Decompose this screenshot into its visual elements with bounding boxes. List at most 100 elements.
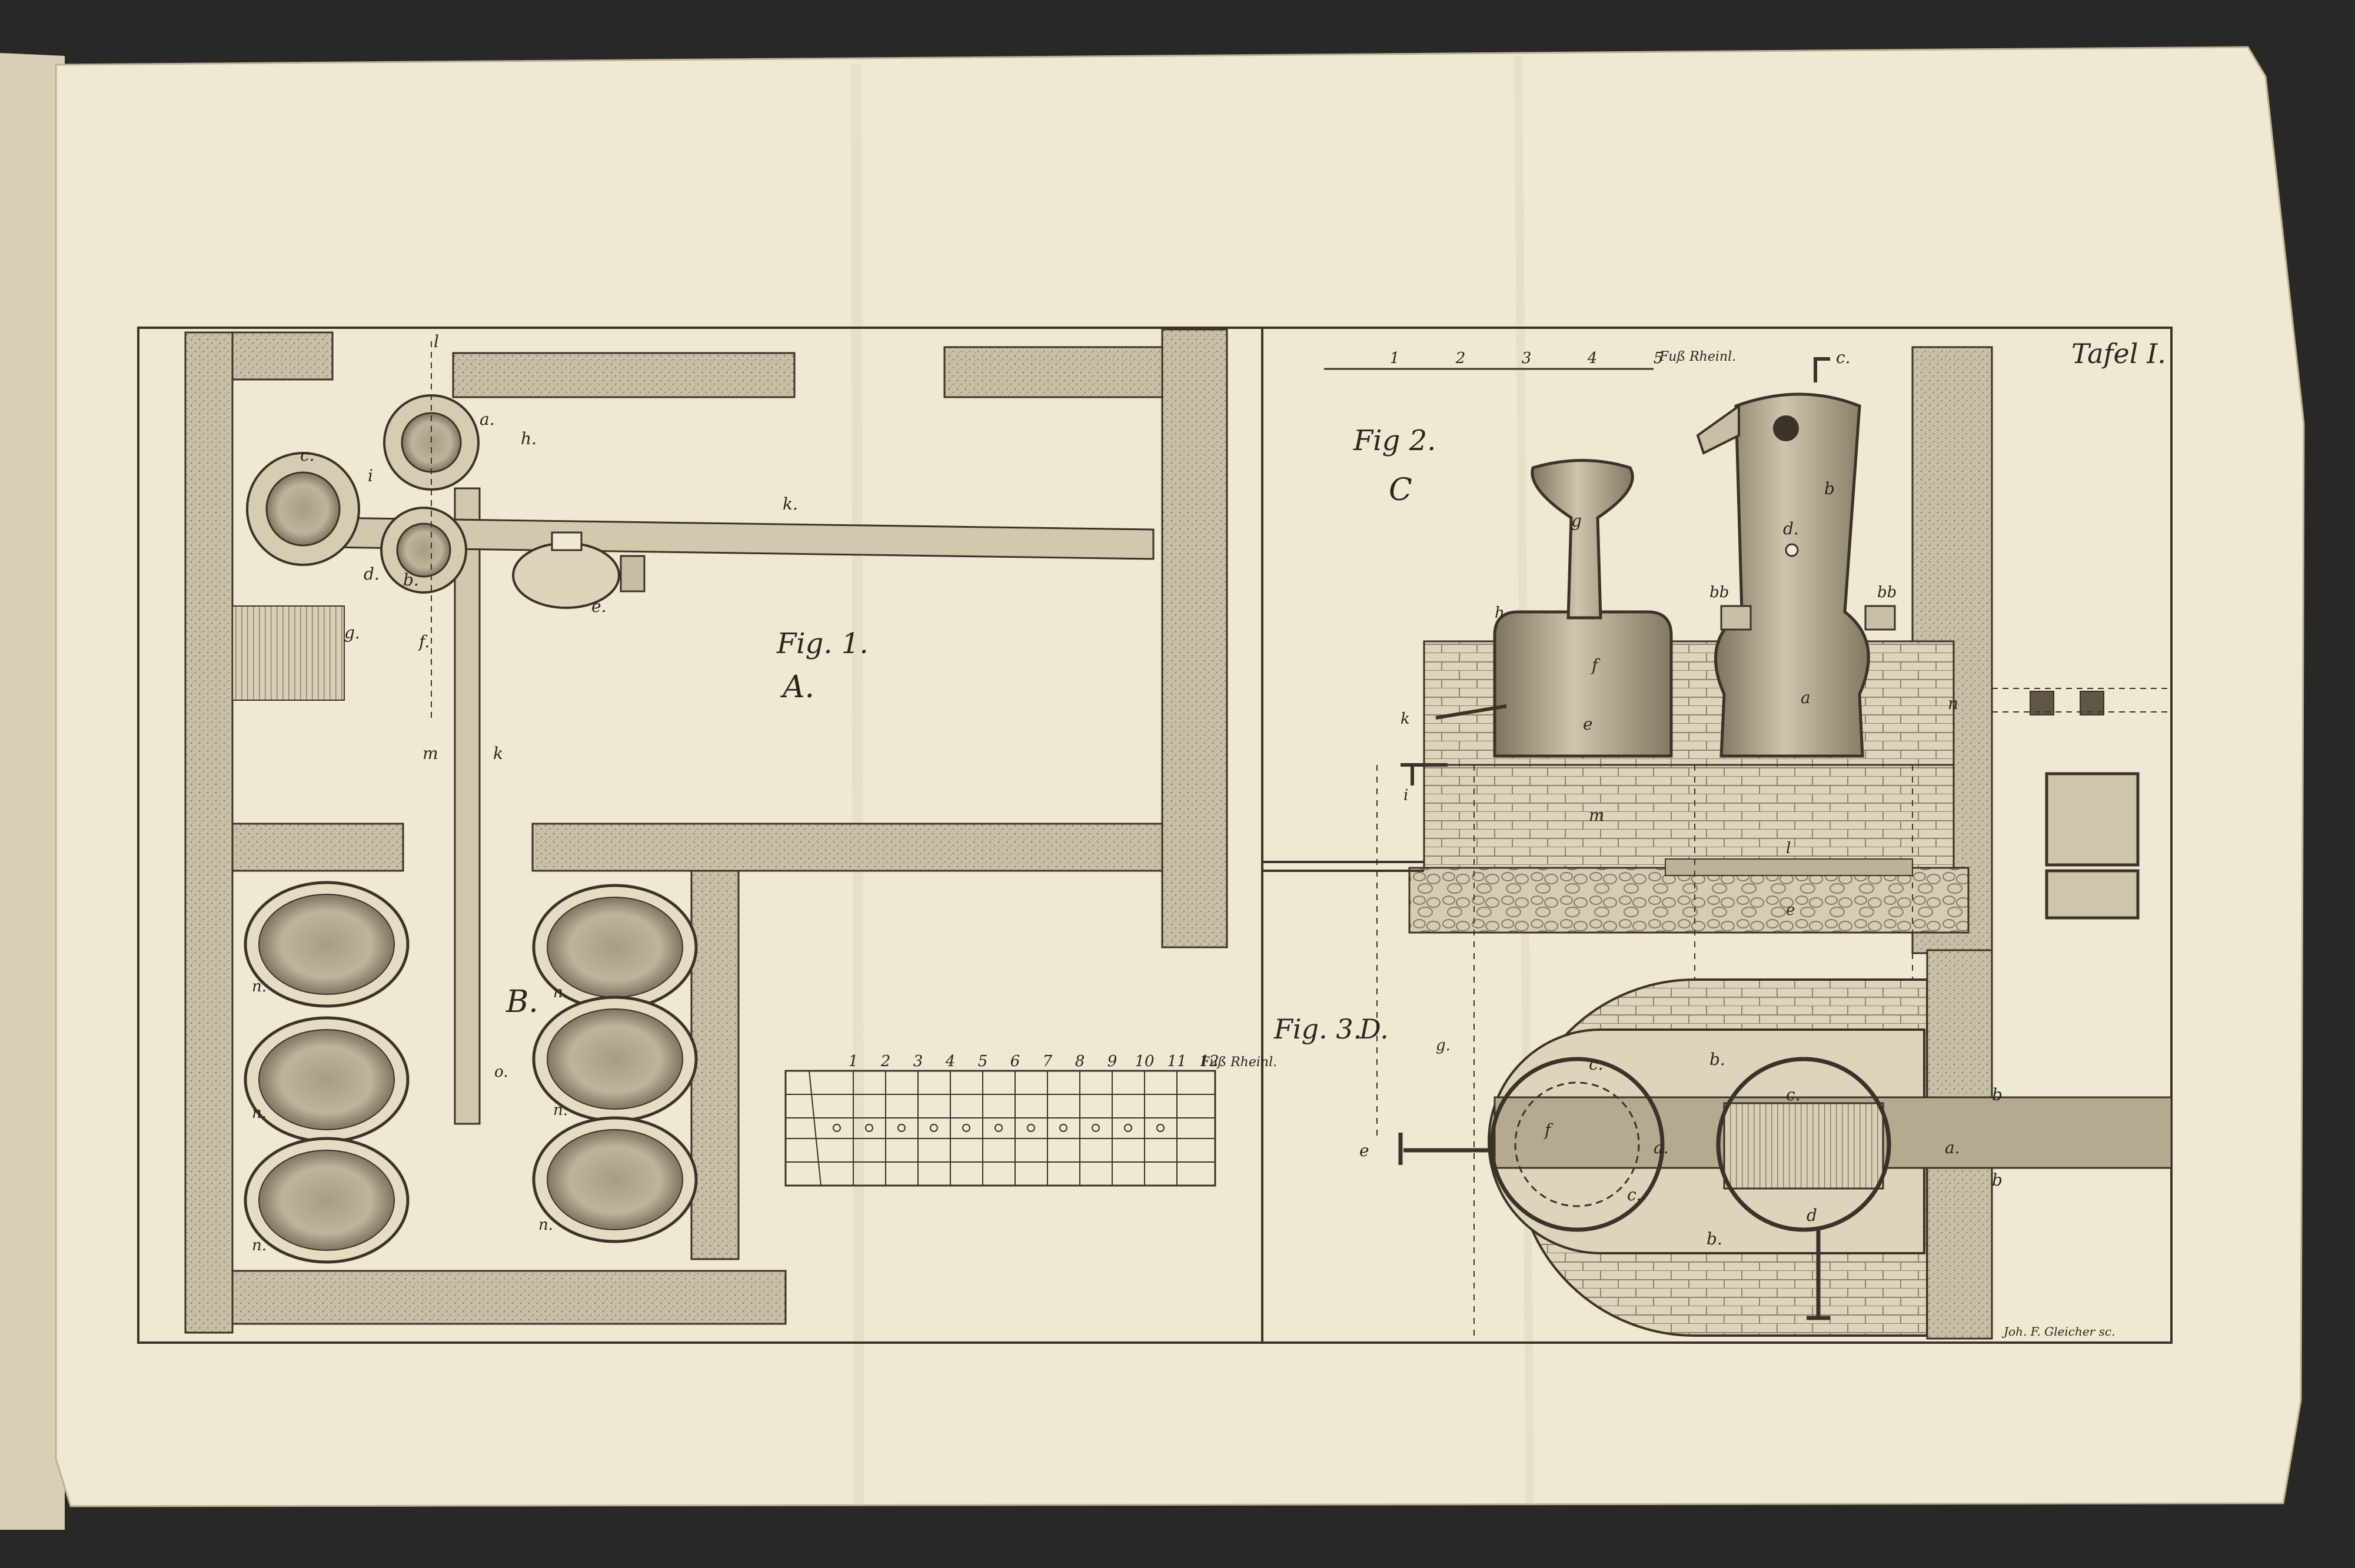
label-n: n. <box>252 1237 267 1254</box>
pipe-left-k <box>1435 704 1507 720</box>
scale-tick-label: 1 <box>1390 349 1400 367</box>
scale-dot <box>994 1124 1003 1132</box>
label-m: m <box>1589 805 1605 825</box>
still-column-b <box>1714 392 1870 758</box>
label-e: e <box>1583 714 1593 734</box>
scale-tick-label: 11 <box>1167 1053 1186 1070</box>
label-g: g. <box>344 623 360 642</box>
box-on-tub <box>551 531 583 551</box>
wall-mid-down <box>690 870 740 1260</box>
label-n: n <box>1948 694 1958 713</box>
flue-square <box>2030 691 2054 715</box>
tub-n-inner <box>258 1029 395 1130</box>
fig1-scale-unit: Fuß Rheinl. <box>1200 1055 1277 1070</box>
label-n: n. <box>553 984 568 1001</box>
plate-border <box>137 327 2173 1344</box>
label-e-base: e <box>1786 901 1795 919</box>
label-l: l <box>434 332 439 351</box>
label-b: b <box>1992 1170 2003 1190</box>
label-b: b. <box>403 570 419 590</box>
label-b: b <box>1824 479 1835 498</box>
still-column-spout <box>1696 404 1740 455</box>
tubs-right <box>532 884 698 1243</box>
label-g: g <box>1571 511 1582 531</box>
fig2-labels: Fig 2. C Fuß Rheinl. Tafel I. c. b d. g … <box>1353 338 2166 919</box>
label-l: l <box>1786 840 1791 857</box>
label-i: i <box>368 466 373 485</box>
fig2-caption: Fig 2. <box>1353 424 1436 457</box>
tubs-left <box>244 881 410 1264</box>
label-m: m <box>423 744 438 763</box>
scale-dot <box>1124 1124 1132 1132</box>
fig3-plan <box>1398 949 2173 1340</box>
fig3-still-column-ring-over <box>1716 1057 1891 1232</box>
scale-dot <box>1027 1124 1035 1132</box>
scale-tick-label: 3 <box>1522 349 1532 367</box>
label-d: d <box>1807 1206 1817 1225</box>
scale-tick-label: 10 <box>1135 1053 1154 1070</box>
scale-tick-label: 4 <box>945 1053 956 1070</box>
scale-dot <box>1059 1124 1067 1132</box>
label-c: c. <box>1836 348 1851 367</box>
label-n: n. <box>538 1216 553 1234</box>
label-c: c. <box>300 445 315 465</box>
label-a: a. <box>1654 1138 1669 1157</box>
fig3-caption: Fig. 3. <box>1273 1013 1362 1045</box>
channel-k-vertical <box>454 487 481 1125</box>
scale-tick-label: 2 <box>880 1053 891 1070</box>
fig3-pipe-d <box>1807 1230 1830 1320</box>
label-h: h <box>1495 604 1505 622</box>
fig1-labels: Fig. 1. A. B. a. h. c. i b. d. g. f. e. … <box>252 332 1277 1254</box>
scale-dot <box>962 1124 970 1132</box>
wall-west <box>184 331 234 1334</box>
label-c: c. <box>1786 1085 1801 1104</box>
tub-n-inner <box>258 894 395 995</box>
tub-n-inner <box>547 1008 683 1110</box>
wall-north-b <box>452 352 796 398</box>
pipe-c <box>1814 357 1830 382</box>
label-e: e. <box>591 597 606 616</box>
label-d: d. <box>364 564 380 584</box>
scale-dot <box>865 1124 873 1132</box>
scale-tick-label: 9 <box>1107 1053 1117 1070</box>
guide-lines <box>1376 765 1913 1336</box>
label-n: n. <box>252 978 267 996</box>
wall-inner-west <box>231 823 404 872</box>
flue-square-medium <box>2045 869 2140 920</box>
firebox-l <box>1665 858 1913 876</box>
fig3-labels: Fig. 3. D. b. c. c. c. f a. a. b b b. d … <box>1273 1013 2115 1339</box>
label-a: a. <box>480 410 495 429</box>
wall-north-a <box>231 331 334 381</box>
furnace-top <box>1423 764 1955 869</box>
flue-square-large <box>2045 772 2140 867</box>
label-c: c. <box>1627 1185 1642 1204</box>
foundation-stones <box>1408 867 1970 934</box>
label-n: n. <box>553 1101 568 1119</box>
fig2-section: C <box>1389 472 1412 508</box>
label-b: b. <box>1709 1050 1725 1069</box>
label-a: a <box>1801 688 1811 707</box>
label-g: g. <box>1436 1037 1451 1054</box>
scale-frame <box>784 1070 1216 1187</box>
engraver-credit: Joh. F. Gleicher sc. <box>2001 1324 2115 1339</box>
scale-tick-label: 4 <box>1587 349 1598 367</box>
plate-title: Tafel I. <box>2071 338 2166 369</box>
scale-dot <box>897 1124 906 1132</box>
fig3-still-f-inner <box>1514 1081 1640 1207</box>
scale-tick-label: 6 <box>1010 1053 1020 1070</box>
label-c: c. <box>1589 1054 1604 1074</box>
scale-tick-label: 5 <box>978 1053 988 1070</box>
label-n: n. <box>252 1104 267 1122</box>
scale-dot <box>833 1124 841 1132</box>
scale-tick-label: 3 <box>913 1053 923 1070</box>
label-o: o. <box>494 1063 508 1081</box>
still-b-inner <box>396 522 451 578</box>
steps <box>232 605 345 701</box>
scale-tick-label: 1 <box>849 1053 859 1070</box>
still-helm-g <box>1531 459 1634 620</box>
label-h: h. <box>521 429 537 448</box>
wall-east-top <box>943 346 1163 398</box>
fig1-plan <box>184 328 1228 1334</box>
label-d: d. <box>1783 519 1799 538</box>
